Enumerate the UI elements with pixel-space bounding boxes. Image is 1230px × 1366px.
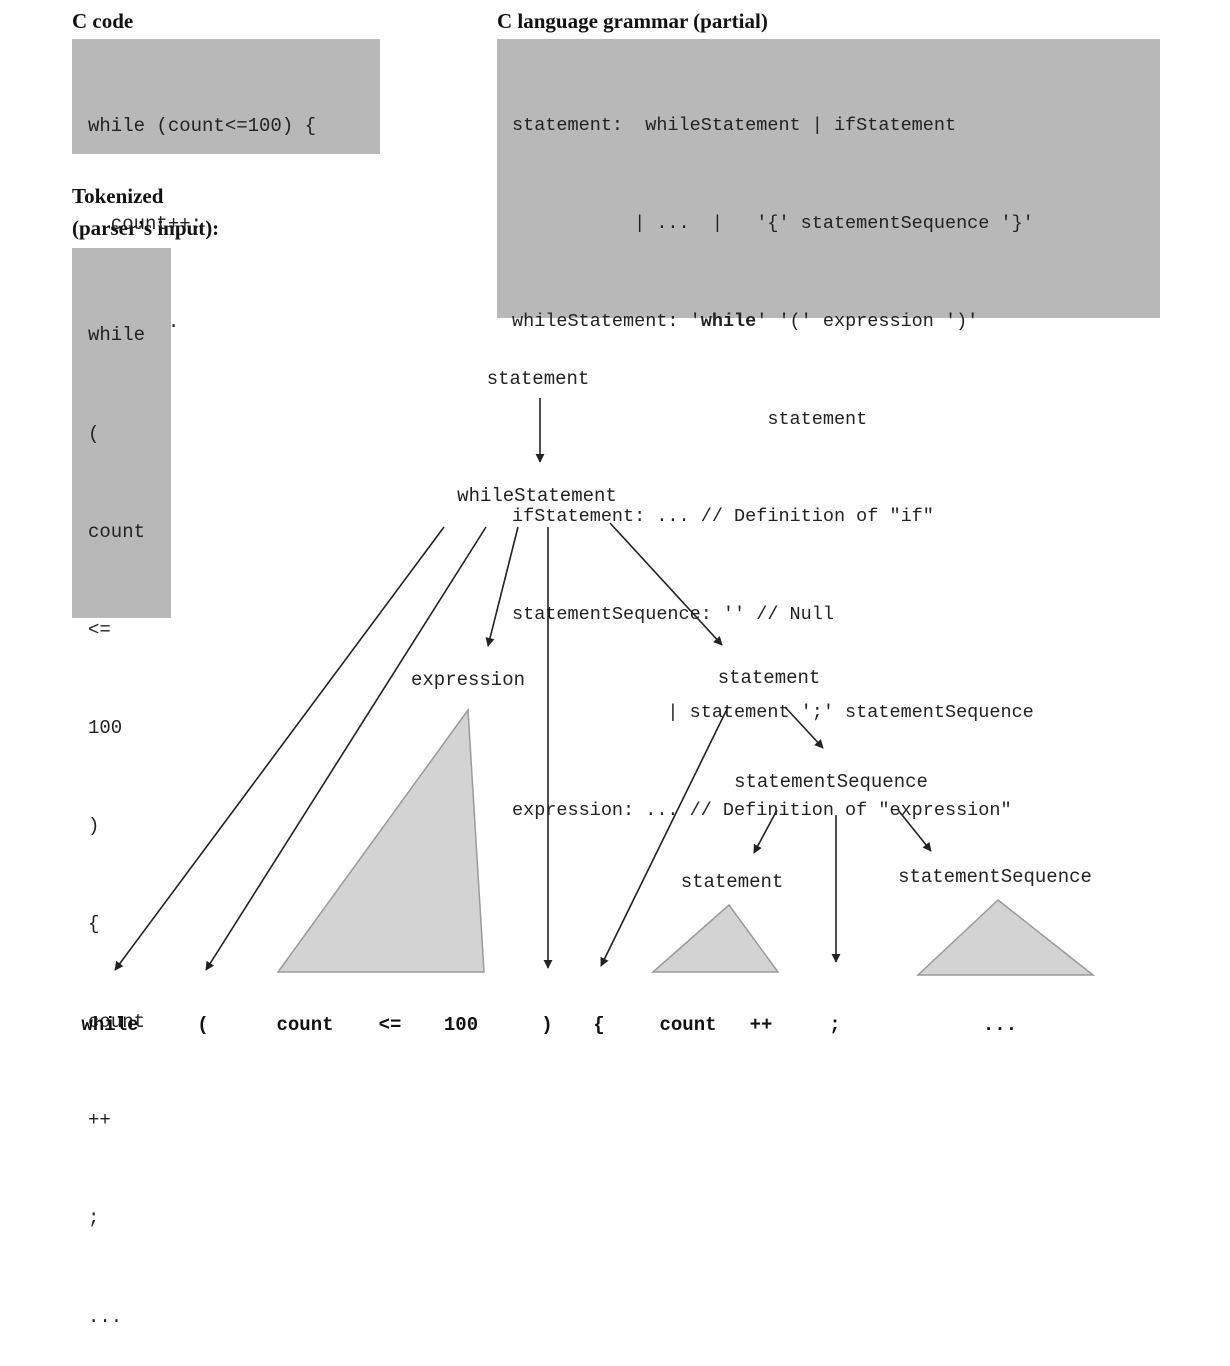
grammar-line: statementSequence: '' // Null (512, 604, 834, 626)
arrow-while-to-expression (485, 526, 519, 647)
node-while-statement: whileStatement (457, 485, 617, 507)
tokenized-heading: Tokenized (72, 184, 164, 208)
grammar-line: whileStatement: 'while' '(' expression '… (512, 310, 979, 332)
token: count (88, 1011, 146, 1034)
leaf-increment: ++ (750, 1014, 773, 1036)
node-statement-body: statement (718, 667, 821, 689)
arrow-while-to-statement (609, 522, 723, 646)
leaf-lparen: ( (197, 1014, 208, 1036)
grammar-panel (497, 39, 1160, 318)
leaf-semicolon: ; (829, 1014, 840, 1036)
parse-tree: statement whileStatement expression stat… (81, 368, 1096, 1036)
node-statement-sequence-inner: statementSequence (898, 866, 1092, 888)
token: ( (88, 422, 100, 445)
c-code-line: count++; (88, 212, 203, 235)
c-code-heading: C code (72, 9, 134, 33)
token: count (88, 520, 146, 543)
expression-subtree (276, 707, 485, 973)
token: while (88, 324, 146, 347)
token: { (88, 913, 100, 936)
arrow-sequence-to-sequence (897, 809, 932, 852)
c-code-panel (72, 39, 380, 154)
statement-sequence-subtree (916, 899, 1096, 976)
tokenized-subheading: (parser’s input): (72, 216, 220, 240)
leaf-count: count (276, 1014, 333, 1036)
leaf-while: while (81, 1014, 138, 1036)
leaf-ellipsis: ... (983, 1014, 1017, 1036)
node-statement-sequence: statementSequence (734, 771, 928, 793)
arrow-sequence-to-statement (753, 809, 778, 854)
grammar-line: statement: whileStatement | ifStatement (512, 115, 957, 137)
leaf-rparen: ) (541, 1014, 552, 1036)
leaf-100: 100 (444, 1014, 478, 1036)
token: ++ (88, 1109, 111, 1132)
token: ; (88, 1207, 100, 1230)
grammar-line: ifStatement: ... // Definition of "if" (512, 506, 934, 528)
node-expression: expression (411, 669, 525, 691)
grammar-block: statement: whileStatement | ifStatement … (512, 45, 1034, 860)
node-statement-root: statement (487, 368, 590, 390)
grammar-line: | ... | '{' statementSequence '}' (512, 212, 1034, 234)
token: ... (88, 1305, 123, 1328)
grammar-line: | statement ';' statementSequence (512, 701, 1034, 723)
token: <= (88, 618, 111, 641)
c-code-line: while (count<=100) { (88, 115, 317, 138)
leaf-le: <= (379, 1014, 402, 1036)
while-keyword: while (700, 310, 757, 332)
grammar-line: expression: ... // Definition of "expres… (512, 799, 1012, 821)
statement-subtree (651, 903, 780, 973)
token: 100 (88, 716, 123, 739)
token: ) (88, 814, 100, 837)
node-statement-inner: statement (681, 871, 784, 893)
grammar-line: statement (512, 408, 868, 430)
tokens-panel (72, 248, 171, 618)
arrow-statement-to-lbrace (600, 706, 729, 967)
arrow-while-to-lparen (205, 526, 487, 971)
leaf-lbrace: { (593, 1014, 604, 1036)
leaf-count-2: count (659, 1014, 716, 1036)
arrow-statement-to-sequence (784, 706, 824, 749)
grammar-heading: C language grammar (partial) (497, 9, 768, 33)
arrow-while-to-while-token (114, 526, 445, 971)
